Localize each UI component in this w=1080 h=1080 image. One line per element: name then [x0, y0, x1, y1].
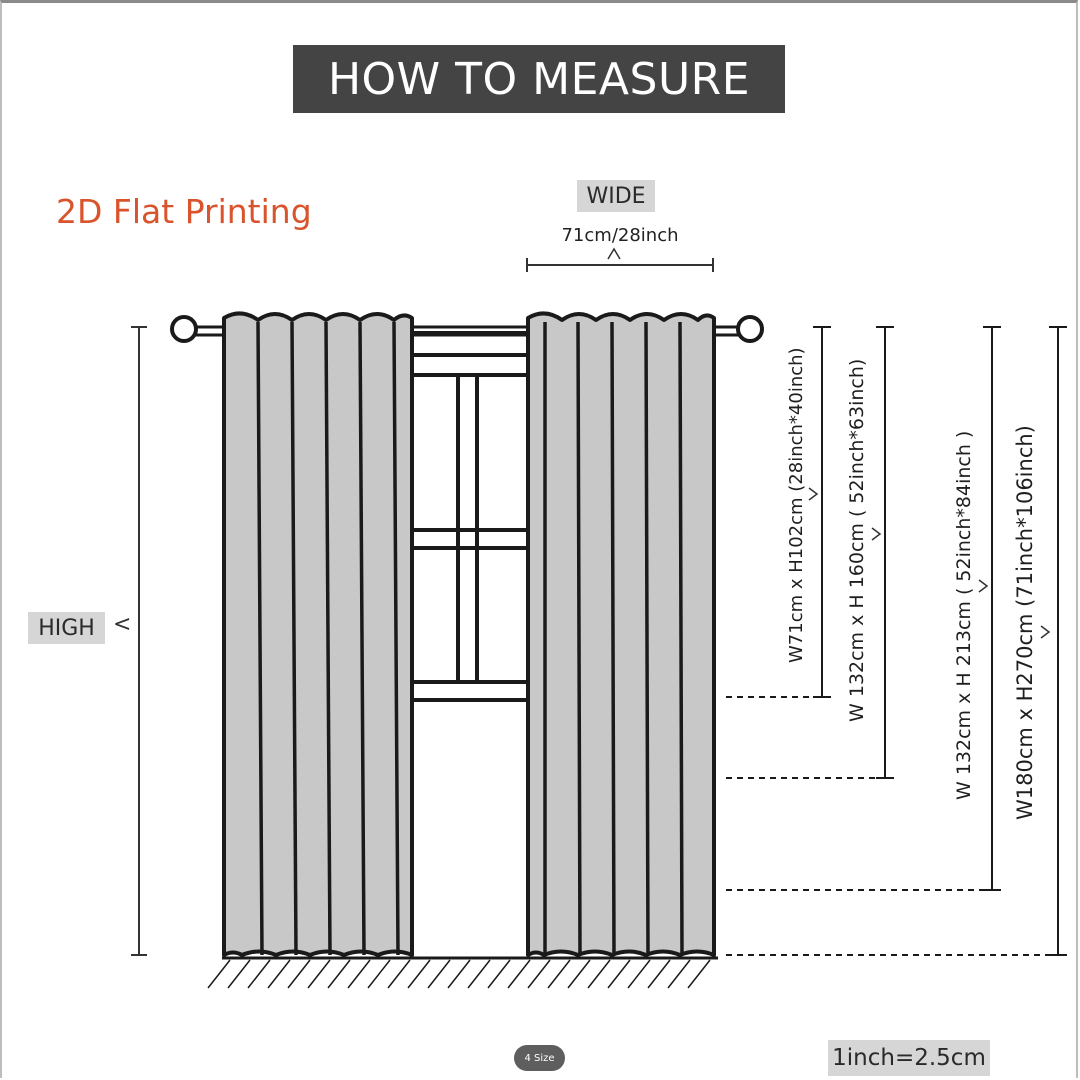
size-label-1: W71cm x H102cm (28inch*40inch) [786, 347, 807, 663]
size-label-3: W 132cm x H 213cm ( 52inch*84inch ) [953, 430, 975, 800]
wide-dimension-label: 71cm/28inch [561, 225, 679, 246]
unit-conversion-label: 1inch=2.5cm [828, 1040, 990, 1076]
high-dimension-line [131, 326, 147, 956]
window-frame [410, 331, 530, 702]
high-label: HIGH [28, 612, 105, 644]
wide-label: WIDE [577, 180, 655, 212]
subtitle-label: 2D Flat Printing [56, 192, 312, 231]
size-label-4: W180cm x H270cm (71inch*106inch) [1013, 425, 1037, 820]
wide-dimension-line [526, 247, 714, 272]
rod-finial-right [736, 315, 764, 343]
size-dimension-lines [813, 326, 1067, 956]
size-label-2: W 132cm x H 160cm ( 52inch*63inch) [846, 358, 868, 722]
dashed-reference-lines [726, 696, 1058, 956]
right-curtain-panel [526, 311, 716, 957]
size-count-badge[interactable]: 4 Size [514, 1045, 565, 1071]
page-title: HOW TO MEASURE [293, 45, 785, 113]
left-curtain-panel [222, 311, 414, 957]
size-arrow-marks [808, 487, 1051, 639]
floor-hatching [207, 956, 718, 989]
rod-finial-left [170, 315, 198, 343]
high-arrow-icon: < [113, 612, 132, 637]
